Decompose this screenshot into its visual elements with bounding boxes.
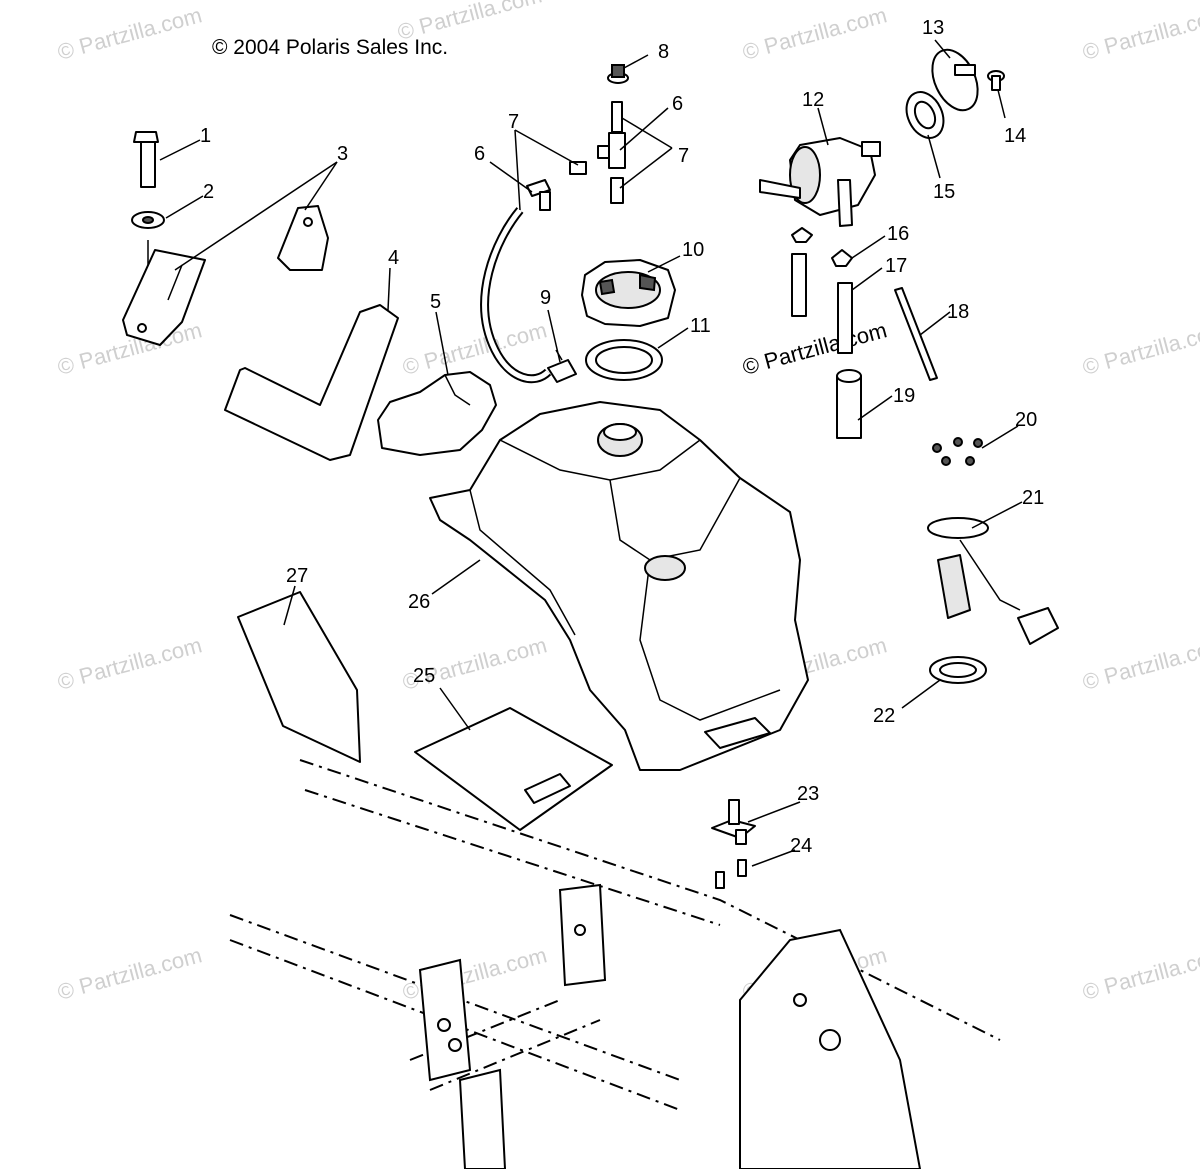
part-cap-gasket (585, 339, 663, 381)
leader-lines (159, 39, 1023, 867)
part-fuel-line-left (791, 227, 813, 317)
callout-19: 19 (893, 385, 915, 407)
part-fuel-sender (927, 517, 1059, 645)
watermark: © Partzilla.com (55, 942, 205, 1005)
callout-8: 8 (658, 41, 669, 63)
part-foam-pad (377, 371, 497, 456)
part-bolt (133, 131, 159, 188)
watermark: © Partzilla.com (1080, 942, 1200, 1005)
callout-12: 12 (802, 89, 824, 111)
callout-2: 2 (203, 181, 214, 203)
part-petcock (711, 799, 756, 845)
callout-6b: 6 (672, 93, 683, 115)
callout-4: 4 (388, 247, 399, 269)
part-grommet (905, 91, 945, 139)
callout-16: 16 (887, 223, 909, 245)
callout-labels: 1 2 3 4 5 6 6 7 7 8 9 10 11 12 13 14 15 … (200, 17, 1044, 857)
callout-9: 9 (540, 287, 551, 309)
part-tube (836, 369, 862, 439)
part-fuel-cap (581, 259, 676, 327)
part-bracket-left (122, 249, 206, 346)
copyright-notice: © 2004 Polaris Sales Inc. (212, 36, 448, 59)
callout-17: 17 (885, 255, 907, 277)
watermark: © Partzilla.com (1080, 2, 1200, 65)
part-vent-hose (480, 207, 552, 384)
callout-21: 21 (1022, 487, 1044, 509)
part-pad-l-shape (224, 304, 399, 461)
part-fuel-line-right (831, 249, 853, 354)
part-fuel-pump (759, 137, 881, 227)
part-screw-pair (715, 859, 747, 889)
callout-11: 11 (690, 315, 711, 337)
watermark: © Partzilla.com (55, 2, 205, 65)
watermark: © Partzilla.com (55, 632, 205, 695)
part-pad-sheet (414, 707, 613, 831)
part-washer (131, 211, 165, 268)
callout-26: 26 (408, 591, 430, 613)
callout-22: 22 (873, 705, 895, 727)
callout-24: 24 (790, 835, 812, 857)
callout-1: 1 (200, 125, 211, 147)
callout-15: 15 (933, 181, 955, 203)
part-vent-cap (607, 64, 629, 84)
part-fitting-tee (569, 145, 615, 175)
callout-20: 20 (1015, 409, 1037, 431)
callout-10: 10 (682, 239, 704, 261)
part-fitting-vertical (608, 101, 626, 204)
callout-14: 14 (1004, 125, 1026, 147)
part-screw (987, 70, 1005, 91)
callout-27: 27 (286, 565, 308, 587)
part-fuel-tank (429, 401, 809, 771)
part-rod (894, 287, 938, 381)
callout-6a: 6 (474, 143, 485, 165)
part-sender-gasket (929, 656, 987, 684)
callout-25: 25 (413, 665, 435, 687)
callout-5: 5 (430, 291, 441, 313)
callout-7b: 7 (678, 145, 689, 167)
watermark-dark: © Partzilla.com (740, 317, 890, 380)
part-fitting-elbow (526, 179, 551, 211)
callout-18: 18 (947, 301, 969, 323)
part-check-valve (547, 349, 577, 383)
callout-7a: 7 (508, 111, 519, 133)
callout-3: 3 (337, 143, 348, 165)
callout-13: 13 (922, 17, 944, 39)
callout-23: 23 (797, 783, 819, 805)
watermark: © Partzilla.com (1080, 317, 1200, 380)
watermark: © Partzilla.com (400, 317, 550, 380)
chassis-frame (229, 759, 1001, 1170)
part-side-panel (237, 591, 361, 763)
part-bracket-right (277, 205, 329, 271)
part-screw-set (932, 437, 983, 466)
watermark: © Partzilla.com (1080, 632, 1200, 695)
part-access-plate (931, 48, 979, 112)
watermark: © Partzilla.com (740, 2, 890, 65)
